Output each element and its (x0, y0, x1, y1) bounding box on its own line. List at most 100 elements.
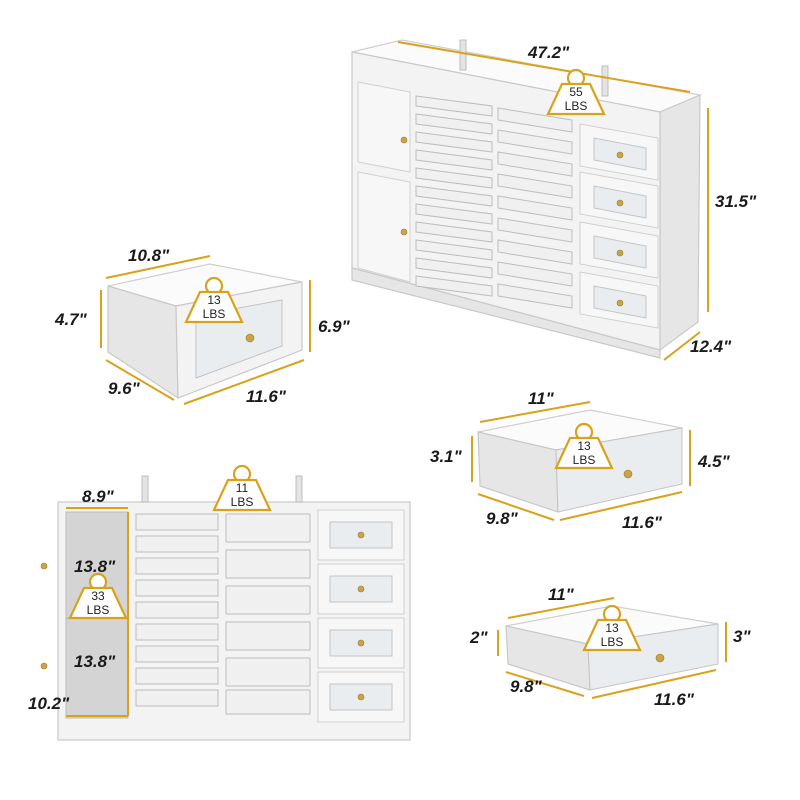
tray[interactable] (497, 107, 573, 133)
depth-bottom-line (477, 493, 555, 521)
drawer-knob (616, 299, 624, 307)
tray[interactable] (415, 149, 493, 171)
tray[interactable] (225, 549, 311, 579)
tray[interactable] (135, 513, 219, 531)
tray-column-left (415, 95, 493, 297)
medium-drawer: 11" 3.1" 4.5" 9.8" 11.6" 13 LBS (430, 389, 731, 532)
small-height-front: 3" (733, 627, 751, 646)
small-drawer: 11" 2" 3" 9.8" 11.6" 13 LBS (469, 585, 751, 709)
tray[interactable] (135, 579, 219, 597)
weight-unit: LBS (573, 453, 596, 467)
large-drawer: 10.8" 4.7" 6.9" 9.6" 11.6" 13 LBS (54, 246, 351, 406)
tray[interactable] (415, 203, 493, 225)
weight-icon-body (212, 478, 272, 512)
interior-tray-column-left (135, 513, 219, 707)
depth-top-line (479, 401, 591, 423)
tray[interactable] (135, 535, 219, 553)
wall-bracket (601, 65, 609, 97)
weight-icon-body (546, 82, 606, 116)
tray[interactable] (497, 173, 573, 199)
upper-compartment-label: 13.8" (74, 557, 116, 576)
small-depth-bottom: 9.8" (510, 677, 543, 696)
interior-tray-column-right (225, 513, 311, 715)
shelf-depth-label: 8.9" (82, 487, 115, 506)
cabinet-depth-label: 12.4" (690, 337, 732, 356)
left-door-upper[interactable] (357, 81, 411, 173)
tray[interactable] (135, 645, 219, 663)
drawer-knob (623, 469, 633, 479)
tray[interactable] (415, 131, 493, 153)
medium-height-front: 4.5" (697, 452, 731, 471)
weight-value: 33 (91, 589, 105, 603)
medium-depth-top: 11" (528, 389, 555, 408)
large-height-side: 4.7" (54, 310, 88, 329)
tray[interactable] (415, 167, 493, 189)
weight-unit: LBS (601, 635, 624, 649)
large-width-front: 11.6" (246, 387, 287, 406)
interior-view: 8.9" 13.8" 13.8" 10.2" 33 LBS 11 LBS (28, 464, 411, 741)
tray[interactable] (497, 239, 573, 265)
weight-value: 13 (605, 621, 619, 635)
tray[interactable] (225, 585, 311, 615)
tray[interactable] (135, 601, 219, 619)
tray[interactable] (225, 513, 311, 543)
tray[interactable] (497, 261, 573, 287)
width-dimension-line (397, 41, 691, 93)
weight-icon-body (68, 586, 128, 620)
tray[interactable] (415, 95, 493, 117)
large-depth-bottom: 9.6" (108, 379, 141, 398)
tray[interactable] (497, 217, 573, 243)
tray[interactable] (225, 689, 311, 715)
tray[interactable] (225, 657, 311, 687)
door-knob (400, 228, 408, 236)
wall-bracket (459, 39, 467, 71)
cabinet-weight-badge: 55 LBS (546, 68, 606, 116)
drawer-knob (616, 199, 624, 207)
weight-value: 13 (577, 439, 591, 453)
tray[interactable] (497, 283, 573, 309)
drawer-knob (245, 333, 255, 343)
width-front-line (559, 491, 683, 521)
weight-value: 11 (236, 481, 249, 495)
left-door-lower[interactable] (357, 171, 411, 283)
width-front-line (591, 669, 717, 699)
tray[interactable] (135, 557, 219, 575)
door-knob (400, 136, 408, 144)
tray[interactable] (415, 113, 493, 135)
weight-value: 55 (569, 85, 583, 99)
tray[interactable] (497, 151, 573, 177)
tray[interactable] (135, 623, 219, 641)
lower-compartment-label: 13.8" (74, 652, 116, 671)
tray[interactable] (135, 689, 219, 707)
tray[interactable] (497, 129, 573, 155)
cabinet-side (659, 94, 701, 352)
large-depth-top: 10.8" (128, 246, 170, 265)
tray[interactable] (225, 621, 311, 651)
cabinet-width-label: 47.2" (527, 43, 570, 62)
drawer-knob (357, 531, 365, 539)
depth-dimension-line (663, 331, 701, 361)
tray[interactable] (415, 239, 493, 261)
tray[interactable] (415, 185, 493, 207)
drawer-knob (357, 693, 365, 701)
tray[interactable] (497, 195, 573, 221)
tray[interactable] (415, 275, 493, 297)
small-height-side: 2" (469, 628, 488, 647)
shelf-weight-badge: 33 LBS (68, 572, 128, 620)
door-depth-label: 10.2" (28, 694, 70, 713)
small-depth-top: 11" (548, 585, 575, 604)
tray[interactable] (135, 667, 219, 685)
tray[interactable] (415, 257, 493, 279)
width-front-line (183, 359, 305, 405)
door-hinge (40, 662, 48, 670)
wall-bracket (295, 475, 303, 503)
drawer-knob (655, 653, 665, 663)
medium-width-front: 11.6" (622, 513, 663, 532)
drawer-knob (616, 151, 624, 159)
wall-bracket (141, 475, 149, 503)
weight-icon-body (184, 290, 244, 324)
main-cabinet: 47.2" 31.5" 12.4" 55 LBS (351, 39, 757, 361)
tray[interactable] (415, 221, 493, 243)
large-drawer-weight-badge: 13 LBS (184, 276, 244, 324)
